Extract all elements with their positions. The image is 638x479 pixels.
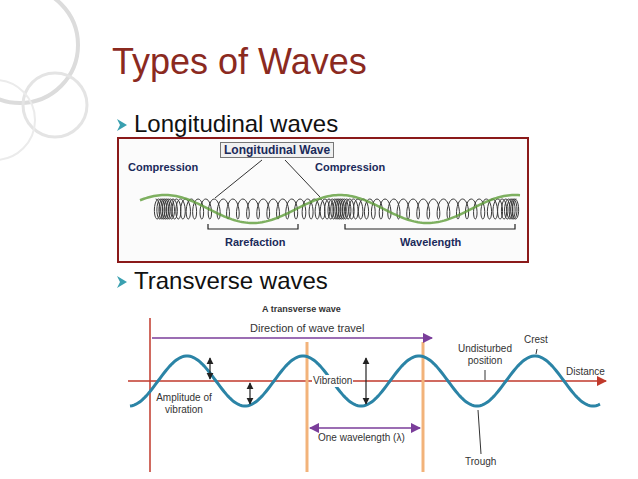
part-label: Distance: [566, 366, 605, 378]
vertical-axis: [149, 318, 151, 472]
travel-arrow: [152, 337, 432, 339]
distance-axis: [128, 380, 606, 382]
picture-frame: [118, 138, 528, 262]
leader-line: [478, 410, 481, 454]
part-label: Amplitude of vibration: [156, 392, 212, 416]
bullet-text: Longitudinal waves: [134, 110, 338, 139]
part-label: Compression: [315, 161, 385, 174]
leader-line: [215, 160, 262, 198]
part-label: Wavelength: [400, 236, 461, 249]
amplitude-arrow: [209, 358, 210, 379]
leader-line: [285, 160, 320, 197]
wavelength-marker: [422, 342, 425, 472]
bullet: [117, 276, 127, 288]
part-label: Undisturbed position: [455, 343, 515, 367]
part-label: Trough: [465, 456, 496, 468]
amplitude-arrow: [249, 383, 250, 404]
wavelength-arrow: [310, 427, 420, 429]
bullet: [117, 119, 127, 131]
decor-circle: [0, 80, 35, 160]
part-label: Compression: [128, 161, 198, 174]
bullet-text: Transverse waves: [134, 267, 328, 296]
decor-circle: [0, 0, 78, 103]
picture-title: A transverse wave: [262, 304, 341, 315]
part-label: Crest: [524, 334, 548, 346]
part-label: Vibration: [312, 375, 353, 387]
part-label: One wavelength (λ): [318, 432, 405, 444]
vibration-arrow: [365, 358, 366, 404]
wavelength-marker: [306, 342, 309, 472]
slide-title: Types of Waves: [112, 40, 367, 83]
leader-line: [536, 349, 537, 354]
part-label: Direction of wave travel: [250, 322, 364, 335]
density-curve: [140, 195, 520, 223]
part-label: Rarefaction: [225, 236, 286, 249]
bracket: [345, 224, 515, 229]
bracket: [208, 224, 298, 229]
spring: [140, 195, 520, 223]
leader-line: [485, 370, 486, 380]
picture-title: Longitudinal Wave: [220, 142, 334, 158]
